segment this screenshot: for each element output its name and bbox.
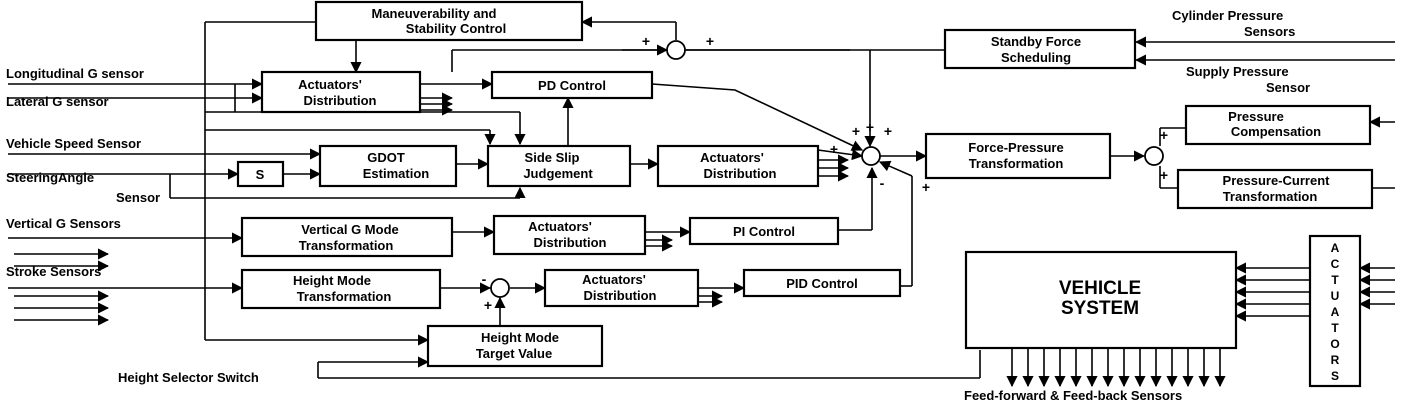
block-act4-line1: Actuators' [582, 272, 646, 287]
block-pcurrent-line1: Pressure-Current [1223, 173, 1331, 188]
block-pid-label: PID Control [786, 276, 858, 291]
block-actuators-distribution-1: Actuators' Distribution [260, 70, 422, 114]
label-vehicle-speed: Vehicle Speed Sensor [6, 136, 141, 151]
sign-minus: - [482, 271, 487, 287]
label-stroke: Stroke Sensors [6, 264, 101, 279]
block-vertical-line1: Vertical G Mode [301, 222, 399, 237]
block-pd-control: PD Control [490, 70, 654, 100]
label-steering-line2: Sensor [116, 190, 160, 205]
sign-plus: + [922, 179, 930, 195]
block-act3-line1: Actuators' [528, 219, 592, 234]
actuators-letter: A [1331, 241, 1340, 255]
block-pcomp-line2: Compensation [1231, 124, 1321, 139]
block-sideslip-line1: Side Slip [525, 150, 580, 165]
block-standby-force: Standby Force Scheduling [943, 28, 1137, 70]
block-pressure-compensation: Pressure Compensation [1184, 104, 1372, 146]
block-pi-label: PI Control [733, 224, 795, 239]
block-act1-line1: Actuators' [298, 77, 362, 92]
summing-junction-main [861, 146, 881, 166]
block-pcomp-line1: Pressure [1228, 109, 1284, 124]
block-pressure-current: Pressure-Current Transformation [1176, 168, 1374, 210]
block-actuators-distribution-3: Actuators' Distribution [492, 214, 647, 256]
block-vertical-g-mode: Vertical G Mode Transformation [240, 216, 454, 258]
summing-junctions [490, 40, 1164, 298]
block-pd-label: PD Control [538, 78, 606, 93]
actuators-letter: U [1331, 289, 1340, 303]
block-vehicle-line1: VEHICLE [1059, 278, 1141, 299]
block-vertical-line2: Transformation [299, 238, 394, 253]
block-forcepressure-line2: Transformation [969, 156, 1064, 171]
actuators-letter: C [1331, 257, 1340, 271]
sign-plus: + [1160, 127, 1168, 143]
sign-plus: + [642, 33, 650, 49]
block-pi-control: PI Control [688, 216, 840, 246]
label-lateral-g: Lateral G sensor [6, 94, 109, 109]
block-act3-line2: Distribution [534, 235, 607, 250]
summing-junction-pressure [1144, 146, 1164, 166]
sign-plus: + [852, 123, 860, 139]
block-pcurrent-line2: Transformation [1223, 189, 1318, 204]
actuators-letter: T [1331, 273, 1339, 287]
actuators-letter: T [1331, 321, 1339, 335]
actuators-letter: S [1331, 369, 1339, 383]
block-gdot-line2: Estimation [363, 166, 430, 181]
block-gdot-estimation: GDOT Estimation [318, 144, 458, 188]
block-s-label: S [256, 167, 265, 182]
block-vehicle-system: VEHICLE SYSTEM [964, 250, 1238, 350]
block-gdot-line1: GDOT [367, 150, 405, 165]
block-act2-line2: Distribution [704, 166, 777, 181]
block-maneuverability: Maneuverability and Stability Control [314, 0, 584, 42]
input-labels: Longitudinal G sensor Lateral G sensor V… [6, 8, 1310, 403]
block-s: S [236, 160, 285, 188]
label-longitudinal-g: Longitudinal G sensor [6, 66, 144, 81]
actuators-letter: O [1330, 337, 1339, 351]
label-height-switch: Height Selector Switch [118, 370, 259, 385]
block-target-line2: Target Value [476, 346, 552, 361]
junction-signs: + + + + + + - + + + - + [482, 33, 1168, 313]
summing-junction-height [490, 278, 510, 298]
sign-plus: + [706, 33, 714, 49]
sign-plus: + [866, 119, 874, 135]
label-supply-line1: Supply Pressure [1186, 64, 1289, 79]
block-maneuverability-line1: Maneuverability and [372, 6, 497, 21]
sign-minus: - [880, 175, 885, 191]
block-force-pressure: Force-Pressure Transformation [924, 132, 1112, 180]
block-height-mode: Height Mode Transformation [240, 268, 442, 310]
block-actuators-distribution-4: Actuators' Distribution [543, 268, 700, 308]
block-act1-line2: Distribution [304, 93, 377, 108]
label-feed-sensors: Feed-forward & Feed-back Sensors [964, 388, 1182, 403]
block-pid-control: PID Control [742, 268, 902, 298]
block-forcepressure-line1: Force-Pressure [968, 140, 1063, 155]
block-standby-line1: Standby Force [991, 34, 1081, 49]
block-target-line1: Height Mode [481, 330, 559, 345]
label-steering-line1: SteeringAngle [6, 170, 94, 185]
actuators-letter: A [1331, 305, 1340, 319]
block-sideslip-line2: Judgement [523, 166, 593, 181]
label-supply-line2: Sensor [1266, 80, 1310, 95]
block-vehicle-line2: SYSTEM [1061, 298, 1139, 319]
block-standby-line2: Scheduling [1001, 50, 1071, 65]
block-height-target: Height Mode Target Value [426, 324, 604, 368]
signal-lines [8, 16, 1395, 388]
feed-sensor-arrows [1006, 348, 1226, 388]
block-actuators-distribution-2: Actuators' Distribution [656, 144, 820, 188]
label-vertical-g: Vertical G Sensors [6, 216, 121, 231]
block-act4-line2: Distribution [584, 288, 657, 303]
block-act2-line1: Actuators' [700, 150, 764, 165]
actuators-letter: R [1331, 353, 1340, 367]
sign-plus: + [830, 141, 838, 157]
block-maneuverability-line2: Stability Control [406, 21, 506, 36]
sign-plus: + [1160, 167, 1168, 183]
block-side-slip: Side Slip Judgement [486, 144, 632, 188]
summing-junction-top [666, 40, 686, 60]
block-height-line1: Height Mode [293, 273, 371, 288]
block-height-line2: Transformation [297, 289, 392, 304]
sign-plus: + [484, 297, 492, 313]
label-cylinder-line2: Sensors [1244, 24, 1295, 39]
sign-plus: + [884, 123, 892, 139]
label-cylinder-line1: Cylinder Pressure [1172, 8, 1283, 23]
